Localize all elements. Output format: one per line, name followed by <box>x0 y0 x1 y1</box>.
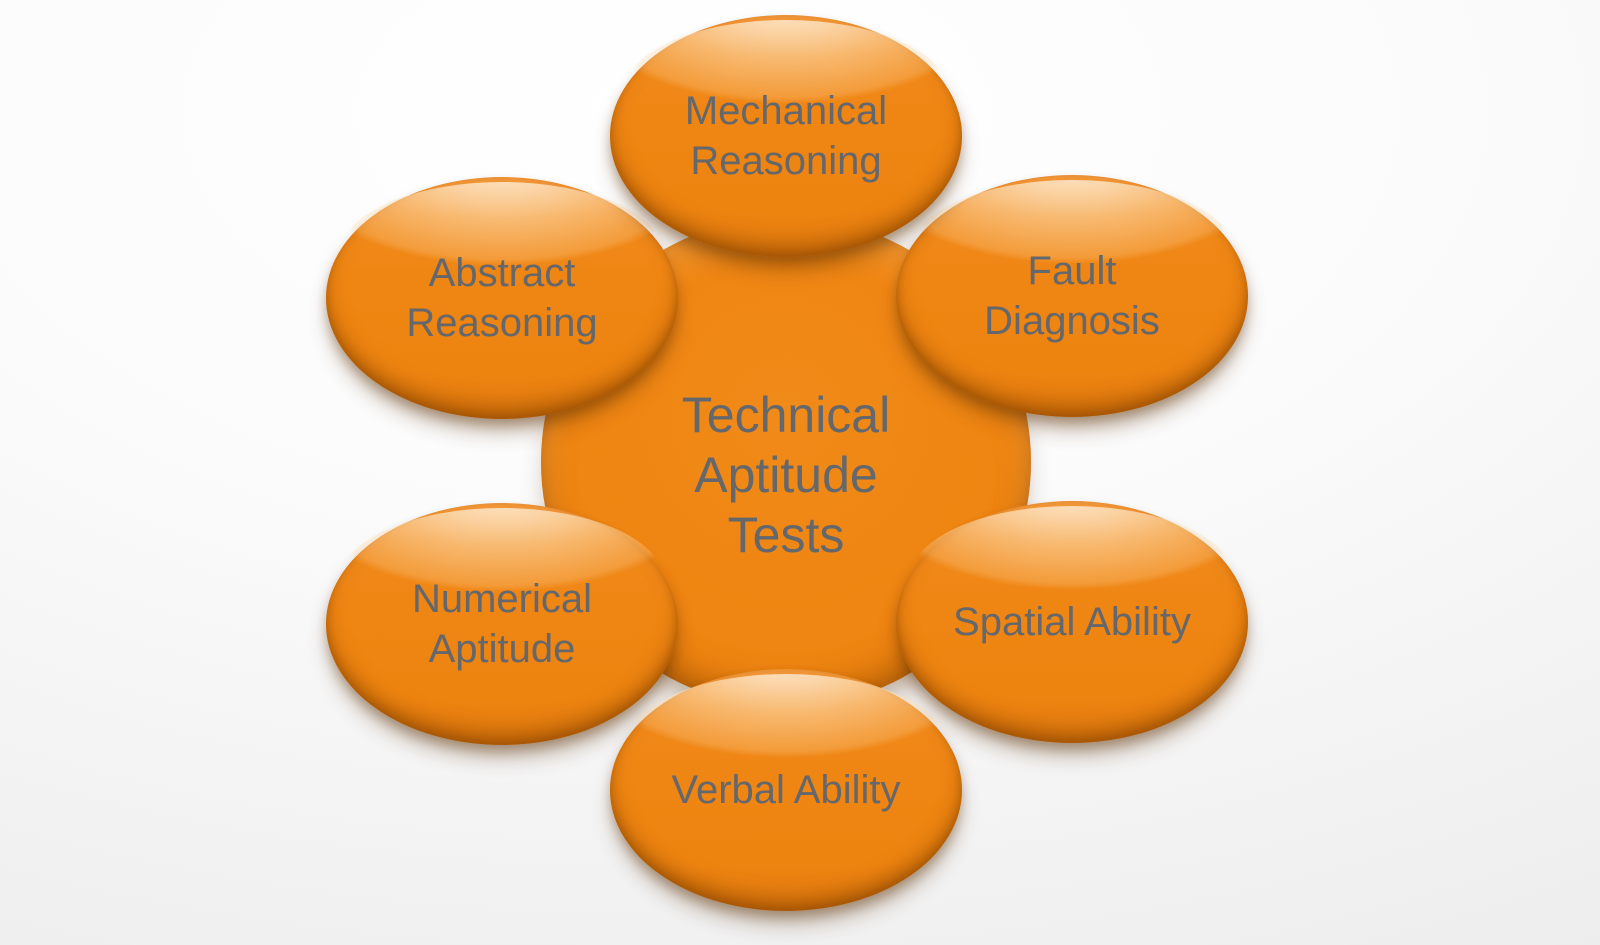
node-label-abstract-reasoning: Abstract Reasoning <box>406 251 598 345</box>
node-label-spatial-ability: Spatial Ability <box>953 600 1191 644</box>
node-abstract-reasoning: Abstract Reasoning <box>326 177 678 419</box>
node-mechanical-reasoning: Mechanical Reasoning <box>610 15 962 257</box>
center-node-label: Technical Aptitude Tests <box>681 387 891 563</box>
node-label-numerical-aptitude: Numerical Aptitude <box>411 577 593 671</box>
node-verbal-ability: Verbal Ability <box>610 669 962 911</box>
node-label-verbal-ability: Verbal Ability <box>671 768 901 812</box>
node-numerical-aptitude: Numerical Aptitude <box>326 503 678 745</box>
node-label-mechanical-reasoning: Mechanical Reasoning <box>684 89 888 183</box>
node-fault-diagnosis: Fault Diagnosis <box>896 175 1248 417</box>
node-label-fault-diagnosis: Fault Diagnosis <box>984 249 1160 343</box>
node-spatial-ability: Spatial Ability <box>896 501 1248 743</box>
